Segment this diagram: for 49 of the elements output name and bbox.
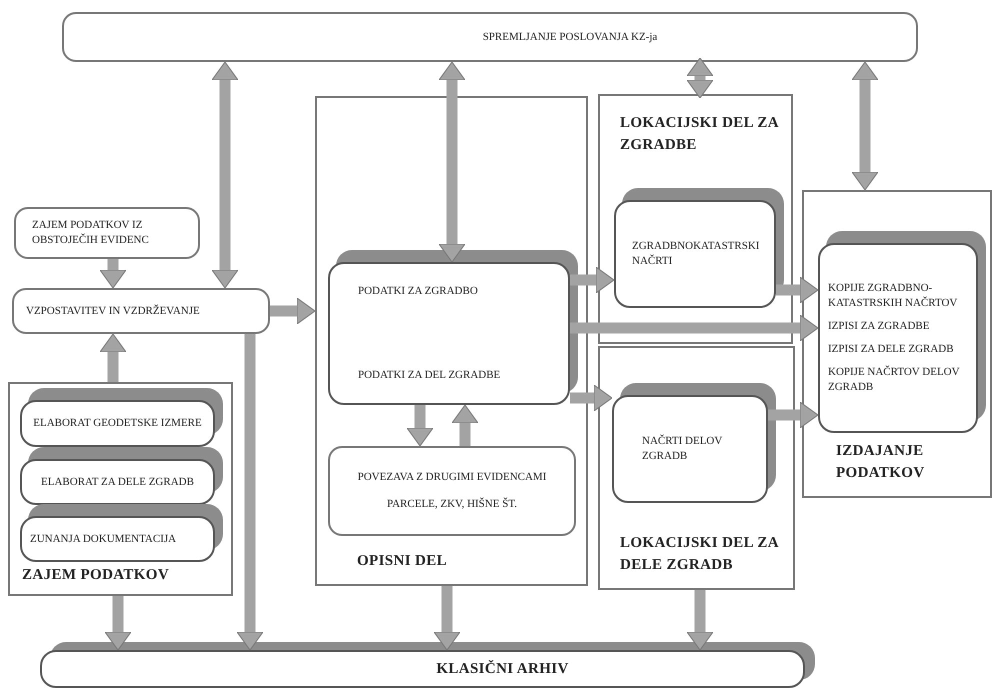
block-arrow [104, 596, 132, 650]
block-arrow [434, 586, 460, 650]
section-heading: LOKACIJSKI DEL ZA DELE ZGRADB [620, 534, 780, 575]
section-panel [315, 96, 588, 586]
box-label: SPREMLJANJE POSLOVANJA KZ-ja [482, 30, 658, 44]
box-label: ZGRADBNOKATASTRSKI NAČRTI [632, 239, 760, 269]
block-arrow [852, 62, 878, 190]
section-panel [598, 346, 795, 590]
box-label: PODATKI ZA DEL ZGRADBE [358, 368, 502, 383]
rounded-box [328, 446, 576, 536]
section-panel [802, 190, 992, 498]
block-arrow [236, 334, 264, 650]
box-label: POVEZAVA Z DRUGIMI EVIDENCAMI [358, 470, 546, 485]
block-arrow [100, 334, 126, 382]
box-label: ELABORAT GEODETSKE IZMERE [33, 416, 202, 431]
rounded-banner [62, 12, 918, 62]
section-heading: LOKACIJSKI DEL ZA ZGRADBE [620, 114, 780, 155]
rounded-box [14, 207, 200, 259]
block-arrow [438, 62, 466, 262]
box-label: IZPISI ZA DELE ZGRADB [828, 342, 955, 357]
box-label: PARCELE, ZKV, HIŠNE ŠT. [387, 497, 517, 512]
section-panel [598, 94, 793, 344]
block-arrow [686, 590, 714, 650]
block-arrow [406, 405, 434, 446]
section-heading: ZAJEM PODATKOV [22, 566, 170, 585]
box-label: NAČRTI DELOV ZGRADB [642, 434, 724, 464]
box-label: VZPOSTAVITEV IN VZDRŽEVANJE [26, 304, 201, 318]
box-label: ZUNANJA DOKUMENTACIJA [30, 532, 178, 546]
box-label: ZAJEM PODATKOV IZ OBSTOJEČIH EVIDENC [32, 218, 150, 248]
block-arrow [570, 266, 614, 294]
section-heading: KLASIČNI ARHIV [436, 659, 569, 679]
block-arrow [768, 402, 818, 428]
box-label: ELABORAT ZA DELE ZGRADB [41, 474, 194, 490]
box-label: KOPIJE NAČRTOV DELOV ZGRADB [828, 365, 960, 395]
section-heading: OPISNI DEL [357, 552, 448, 571]
section-panel [8, 382, 233, 596]
block-arrow [570, 384, 612, 412]
block-arrow [570, 314, 818, 342]
box-label: PODATKI ZA ZGRADBO [358, 284, 479, 299]
block-arrow [100, 259, 126, 288]
block-arrow [452, 404, 478, 446]
rounded-box [12, 288, 270, 334]
block-arrow [686, 58, 714, 98]
block-arrow [270, 298, 316, 324]
block-arrow [776, 276, 818, 304]
section-heading: IZDAJANJE PODATKOV [836, 442, 926, 483]
block-arrow [212, 62, 238, 288]
box-label: KOPIJE ZGRADBNO-KATASTRSKIH NAČRTOV [828, 281, 958, 311]
box-label: IZPISI ZA ZGRADBE [828, 319, 930, 334]
